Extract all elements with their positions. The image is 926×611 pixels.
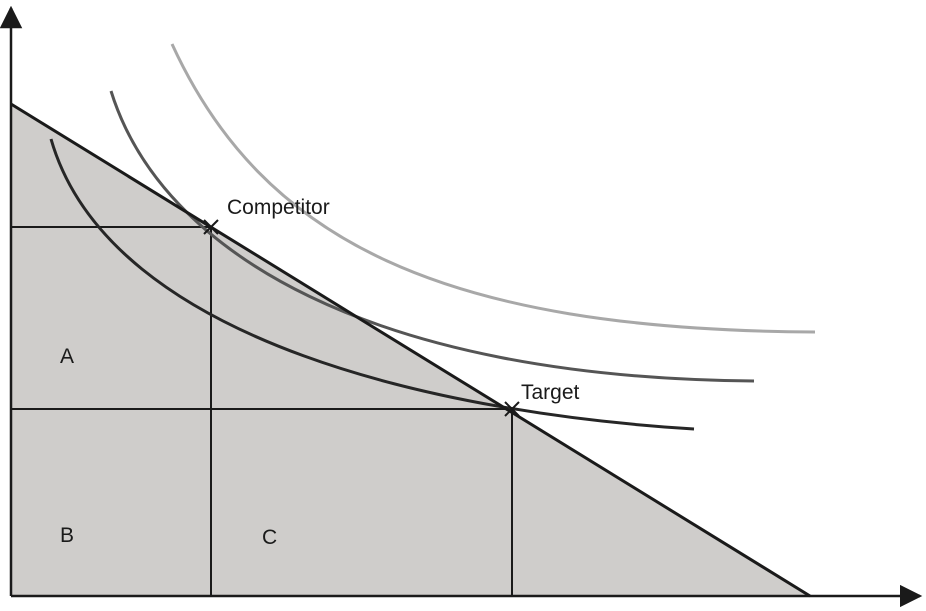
indifference-curve-outer	[170, 43, 816, 334]
budget-line	[10, 102, 811, 598]
competitor-label: Competitor	[227, 196, 330, 219]
region-a-label: A	[60, 345, 74, 368]
indifference-curve-middle	[109, 90, 755, 383]
target-label: Target	[521, 381, 580, 404]
region-b-label: B	[60, 524, 74, 547]
target-marker	[504, 401, 520, 417]
region-c-label: C	[262, 526, 277, 549]
indifference-curve-inner	[49, 138, 695, 431]
competitor-marker	[203, 219, 219, 235]
